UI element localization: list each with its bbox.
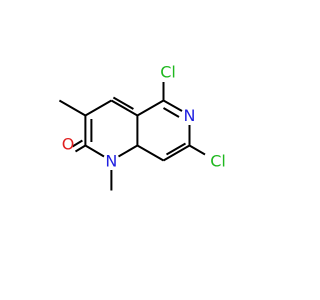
bond-c4a-c4-inner xyxy=(112,96,134,110)
chlorine-5-label: Cl xyxy=(160,63,176,82)
bond-c3-methyl xyxy=(58,99,86,117)
bond-c7-cl xyxy=(188,144,206,156)
bond-c4-c3 xyxy=(84,99,112,117)
bonds xyxy=(58,82,206,191)
atom-labels: Cl Cl N N O xyxy=(62,63,226,171)
molecule-drawing: Cl Cl N N O xyxy=(58,63,226,191)
nitrogen-1-label: N xyxy=(105,152,117,171)
bond-c2-o xyxy=(74,144,86,153)
structure-canvas: Cl Cl N N O xyxy=(58,63,226,191)
bond-c5-c4a xyxy=(136,99,164,117)
bond-n1-c8a xyxy=(117,144,138,158)
bond-c2-n1 xyxy=(84,144,105,158)
bond-c8-c7-inner xyxy=(165,142,187,156)
bond-c8a-c8 xyxy=(136,144,164,162)
nitrogen-6-label: N xyxy=(184,106,196,125)
bond-n6-c5 xyxy=(163,99,183,112)
chlorine-7-label: Cl xyxy=(210,152,226,171)
bond-c8-c7 xyxy=(163,144,190,162)
bond-c4a-c4 xyxy=(110,99,138,117)
oxygen-label: O xyxy=(62,135,75,154)
bond-n6-c5-inner xyxy=(162,107,180,118)
bond-c2-o-second xyxy=(71,139,83,148)
